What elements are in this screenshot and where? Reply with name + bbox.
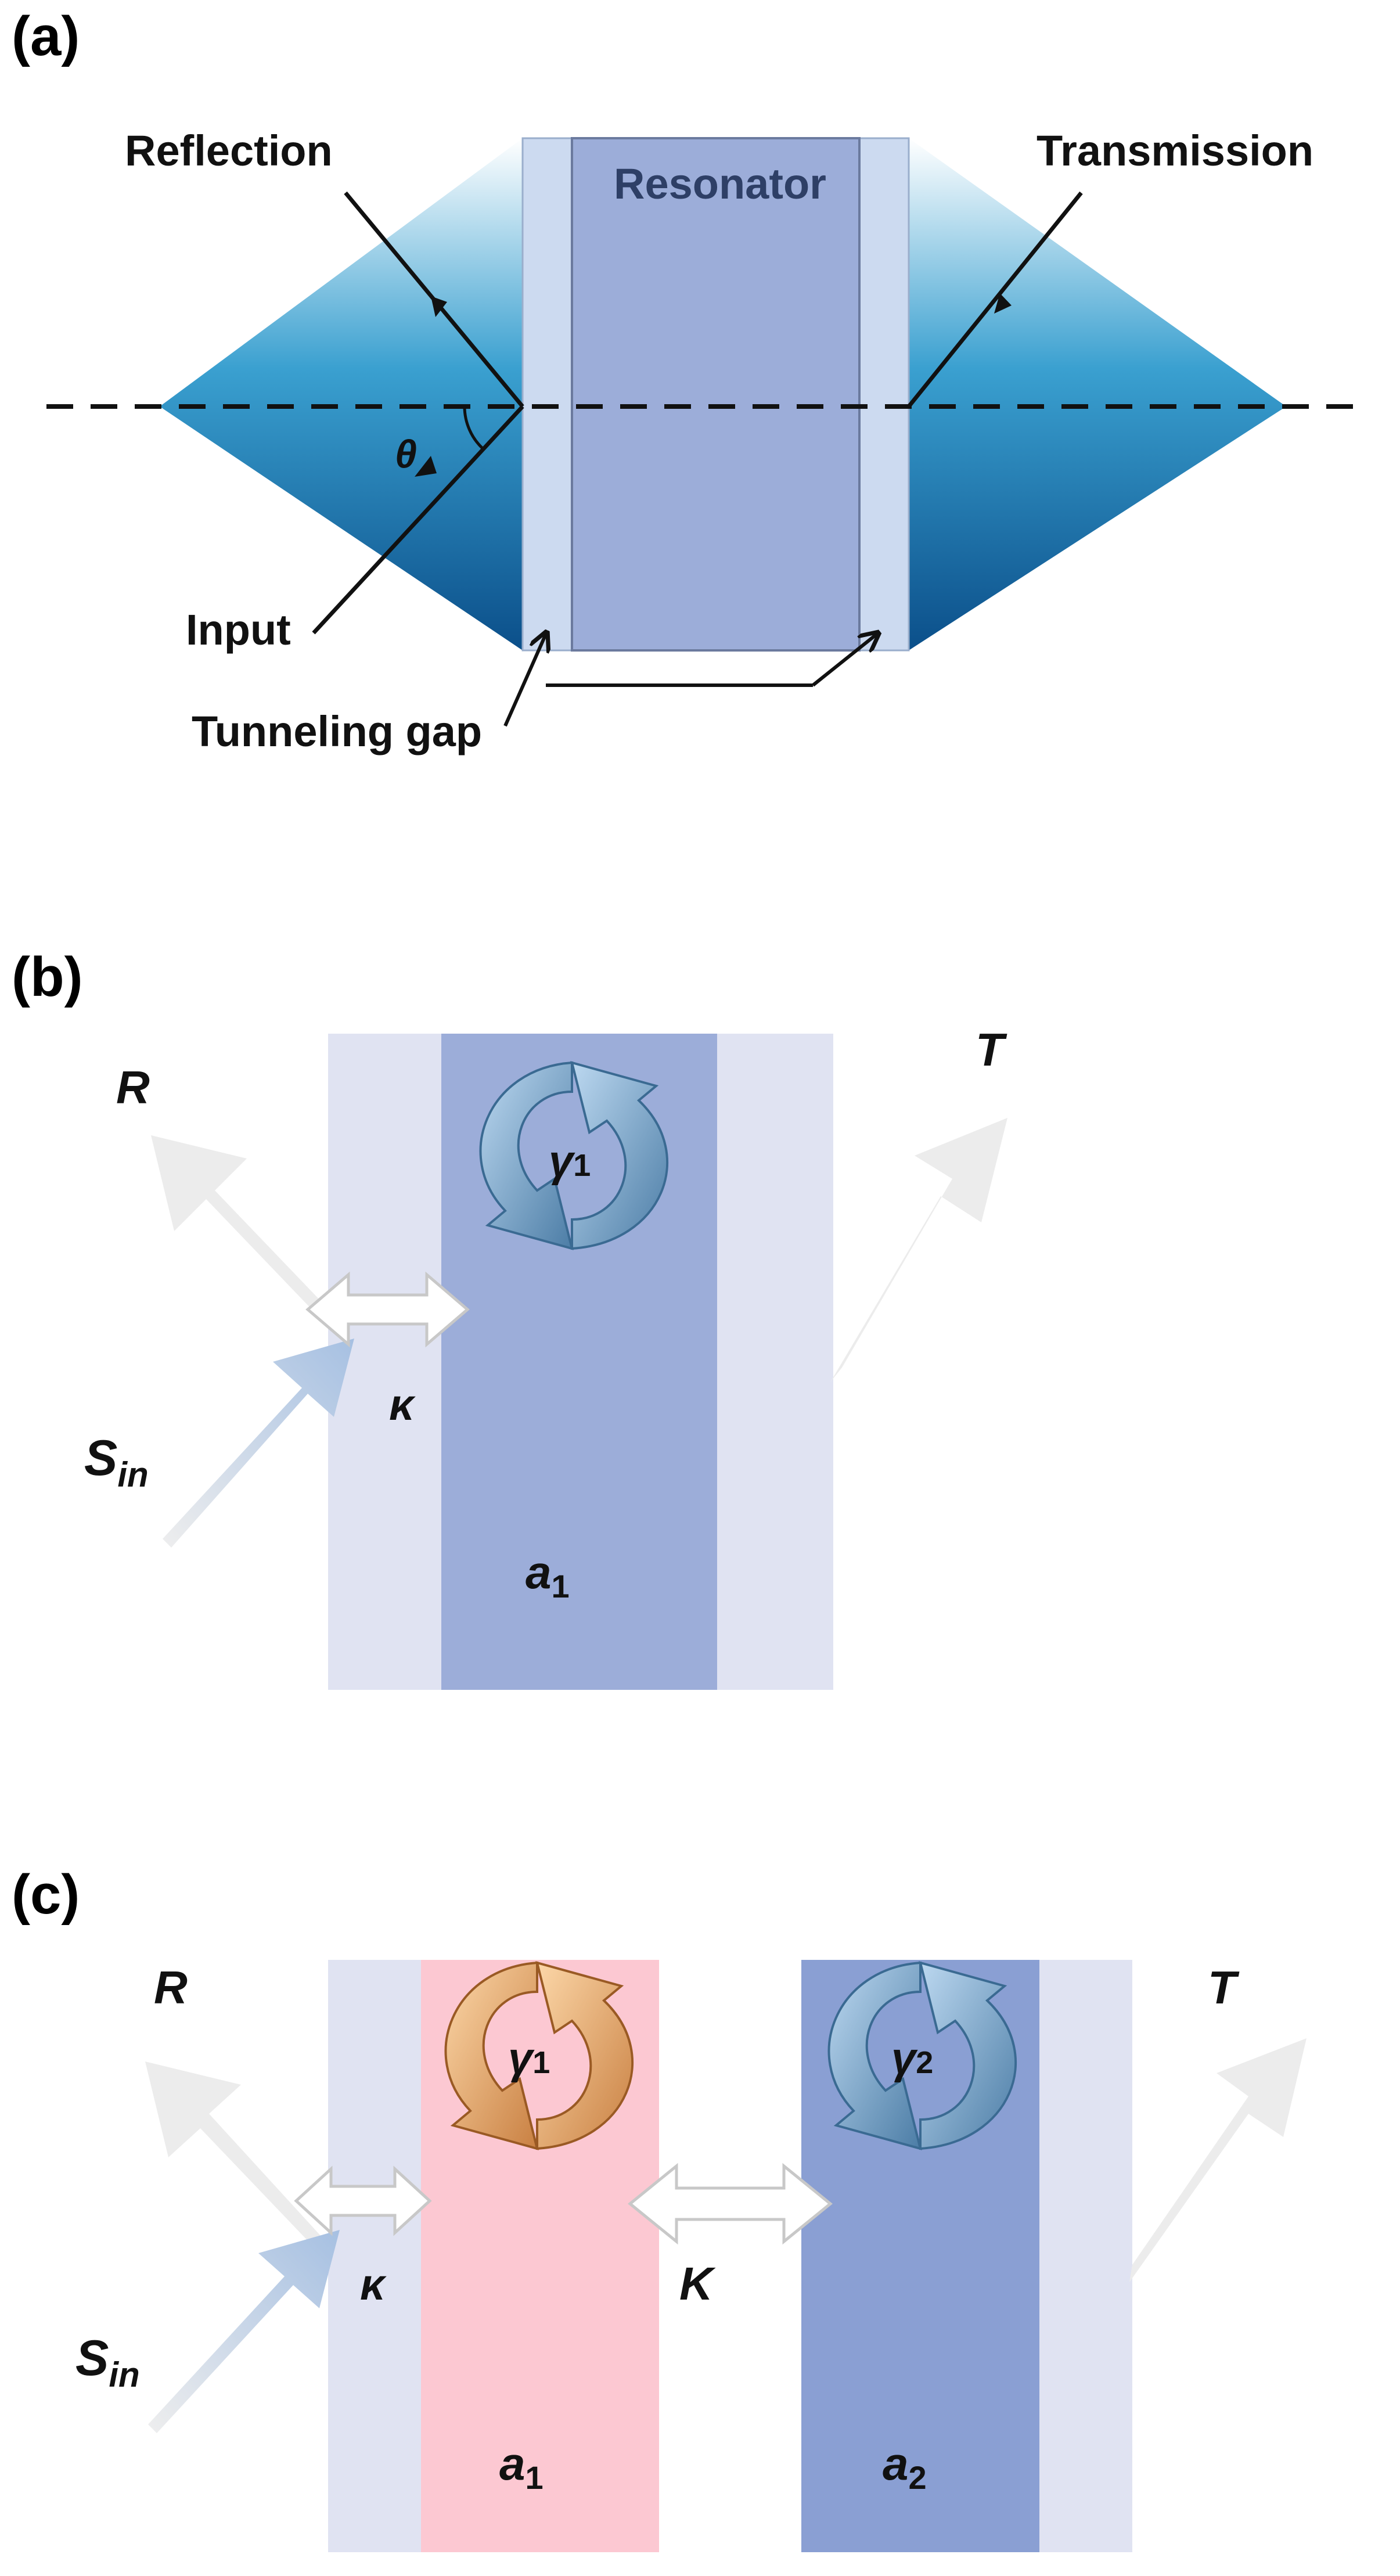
c-gamma1-label: γ1 [508,2034,550,2083]
c-gamma2-label: γ2 [891,2034,933,2083]
c-K-double-arrow [628,2163,833,2245]
panel-c-label: (c) [12,1863,80,1926]
tunneling-gap-label: Tunneling gap [192,707,482,755]
a1-label: a1 [526,1546,570,1604]
gap-pointer-right [812,634,877,687]
c-right-cladding [1039,1960,1132,2552]
input-label: Input [186,606,291,654]
c-left-cladding [328,1960,421,2552]
left-prism [160,138,523,650]
transmission-arrow [830,1118,1007,1382]
c-K-label: K [679,2258,716,2309]
right-tunneling-gap [858,137,910,652]
c-coupling-gap [659,1960,801,2552]
right-cladding [717,1034,833,1690]
transmission-beam-arrow [994,293,1012,314]
R-label: R [116,1062,150,1113]
theta-label: θ [395,432,417,476]
reflection-label: Reflection [125,127,333,175]
c-T-label: T [1208,1962,1240,2013]
input-arrow [163,1339,354,1548]
gamma1-label: γ1 [549,1136,591,1186]
reflection-arrow [151,1135,348,1339]
c-Sin-label: Sin [75,2330,140,2394]
c-kappa-label: κ [360,2260,387,2309]
panel-b-label: (b) [12,946,83,1008]
input-beam [312,405,524,635]
T-label: T [976,1024,1007,1075]
right-prism [909,138,1286,650]
c-transmission-arrow [1129,2038,1307,2282]
kappa-label: κ [389,1380,416,1430]
theta-arc [463,406,484,450]
c-gamma1-swirl [444,1961,634,2150]
reflection-beam-arrow [431,296,447,317]
panel-a-label: (a) [12,5,80,67]
c-reflection-arrow [145,2061,334,2259]
kappa-double-arrow [305,1271,470,1348]
gap-pointer-left [503,634,546,727]
c-gamma2-swirl [827,1961,1017,2150]
panel-a: (a) Resonator θ Reflection Transmission … [12,5,1365,755]
left-tunneling-gap [521,137,573,652]
c-input-arrow [148,2230,340,2433]
gamma1-swirl [479,1061,668,1250]
c-R-label: R [154,1962,188,2013]
transmission-beam [907,191,1083,408]
c-a1-label: a1 [499,2438,544,2496]
Sin-label: Sin [84,1430,149,1494]
c-kappa-double-arrow [294,2165,432,2236]
transmission-label: Transmission [1036,127,1313,175]
resonator-block [571,137,861,652]
c-a2-label: a2 [883,2438,927,2496]
panel-b: (b) γ1 R T κ Sin a1 [12,946,1007,1690]
resonator-label: Resonator [614,160,826,208]
input-beam-arrow [415,456,437,477]
panel-c: (c) γ1 γ2 R T κ K Sin a1 a2 [12,1863,1307,2552]
